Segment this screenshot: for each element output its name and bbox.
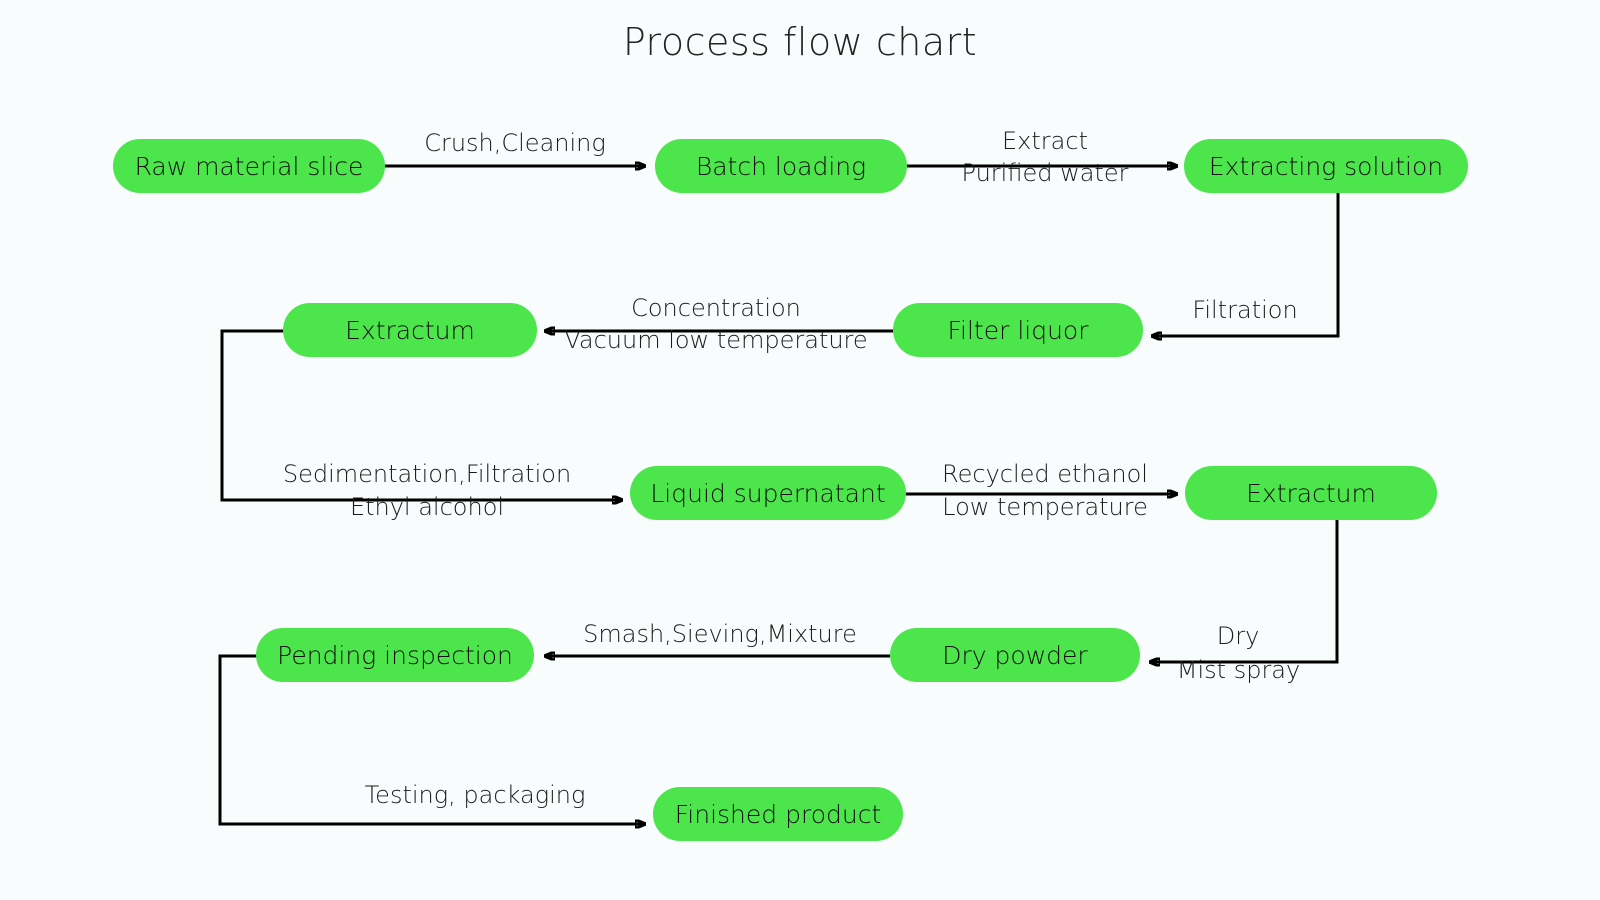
node-label: Batch loading [695, 151, 867, 181]
node-filter-liquor[interactable]: Filter liquor [893, 303, 1143, 357]
edge-label-line2: Ethyl alcohol [349, 493, 505, 521]
edge-label-filtration: Filtration [1175, 296, 1315, 324]
edge-label-text: Crush,Cleaning [424, 129, 606, 157]
edge-label-low-temperature: Low temperature [925, 493, 1165, 521]
node-extractum-2[interactable]: Extractum [1185, 466, 1437, 520]
edge-label-dry: Dry [1168, 622, 1308, 650]
node-label: Extractum [345, 315, 475, 345]
edge-label-purified-water: Purified water [945, 159, 1145, 187]
node-label: Extractum [1246, 478, 1376, 508]
edge-label-line1: Sedimentation,Filtration [282, 460, 572, 488]
node-label: Filter liquor [947, 315, 1089, 345]
edge-label-text: Testing, packaging [364, 781, 586, 809]
edge-label-vacuum-low-temperature: Vacuum low temperature [541, 326, 891, 354]
page-title: Process flow chart [622, 20, 978, 64]
edge-label-crush-cleaning: Crush,Cleaning [405, 129, 625, 157]
edge-label-line2: Low temperature [942, 493, 1148, 521]
edge-label-line1: Concentration [631, 294, 801, 322]
edge-label-smash-sieving-mixture: Smash,Sieving,Mixture [560, 620, 880, 648]
edge-label-testing-packaging: Testing, packaging [325, 781, 625, 809]
node-extractum-1[interactable]: Extractum [283, 303, 537, 357]
node-label: Pending inspection [277, 640, 513, 670]
edge-label-line1: Extract [1002, 127, 1088, 155]
node-raw-material-slice[interactable]: Raw material slice [113, 139, 385, 193]
edge-label-line2: Mist spray [1176, 656, 1301, 684]
node-label: Dry powder [942, 640, 1088, 670]
node-finished-product[interactable]: Finished product [653, 787, 903, 841]
node-label: Finished product [674, 799, 882, 829]
edge-label-mist-spray: Mist spray [1166, 656, 1311, 684]
edge-label-line1: Dry [1216, 622, 1260, 650]
edge-label-text: Filtration [1192, 296, 1298, 324]
edge-label-recycled-ethanol: Recycled ethanol [925, 460, 1165, 488]
edge-label-text: Smash,Sieving,Mixture [583, 620, 857, 648]
edge-label-sedimentation-filtration: Sedimentation,Filtration [262, 460, 592, 488]
edge-label-line2: Purified water [961, 159, 1129, 187]
node-liquid-supernatant[interactable]: Liquid supernatant [630, 466, 906, 520]
node-dry-powder[interactable]: Dry powder [890, 628, 1140, 682]
edge-label-extract: Extract [945, 127, 1145, 155]
node-extracting-solution[interactable]: Extracting solution [1184, 139, 1468, 193]
node-batch-loading[interactable]: Batch loading [655, 139, 907, 193]
edge-label-ethyl-alcohol: Ethyl alcohol [262, 493, 592, 521]
node-label: Extracting solution [1208, 151, 1444, 181]
edge-label-concentration: Concentration [541, 294, 891, 322]
node-pending-inspection[interactable]: Pending inspection [256, 628, 534, 682]
edge-label-line1: Recycled ethanol [942, 460, 1148, 488]
node-label: Liquid supernatant [650, 478, 886, 508]
edge-label-line2: Vacuum low temperature [564, 326, 868, 354]
node-label: Raw material slice [134, 151, 364, 181]
